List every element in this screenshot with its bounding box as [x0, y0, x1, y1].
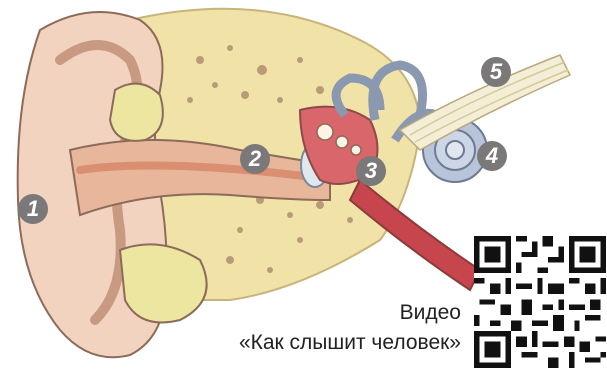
qr-code-graphic [473, 236, 607, 368]
marker-4: 4 [477, 141, 507, 171]
video-caption: Видео «Как слышит человек» [239, 298, 461, 358]
caption-line-2: «Как слышит человек» [239, 328, 461, 358]
caption-line-1: Видео [239, 298, 461, 328]
marker-3: 3 [356, 156, 386, 186]
marker-2: 2 [240, 144, 270, 174]
qr-code-icon[interactable] [473, 236, 607, 368]
cartilage-lower [120, 244, 207, 322]
marker-5: 5 [481, 57, 511, 87]
cartilage-upper [110, 84, 163, 141]
marker-1: 1 [18, 194, 48, 224]
